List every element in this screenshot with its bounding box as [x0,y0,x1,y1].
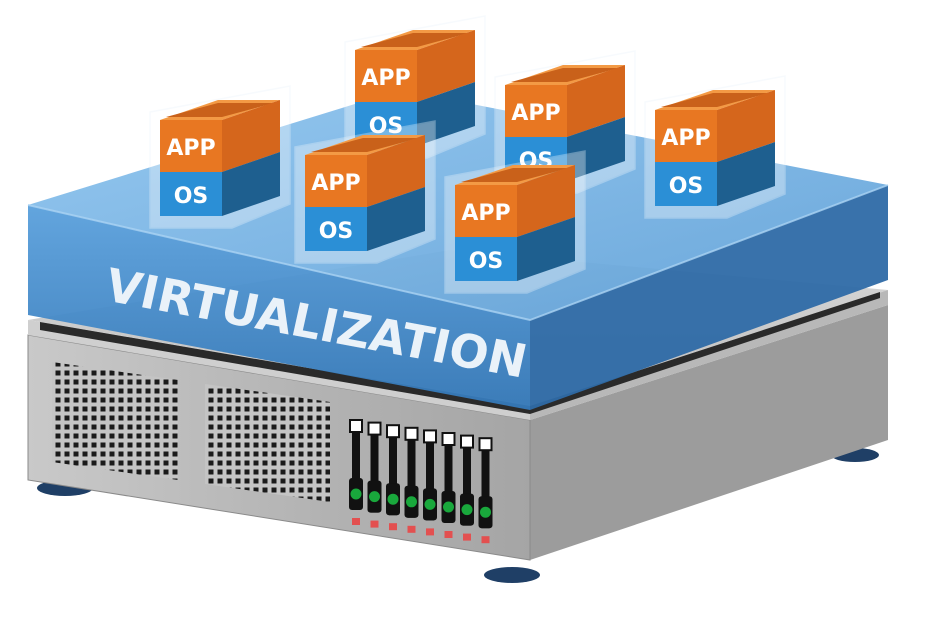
vent-grille-left [52,362,178,480]
drive-activity-led [444,531,453,538]
vm-app-label: APP [166,136,215,161]
vm-cube: APP OS [294,120,436,264]
drive-bay[interactable] [441,432,456,538]
drive-bay[interactable] [367,421,382,528]
drive-activity-led [370,520,379,528]
drive-status-led [443,501,454,513]
drive-activity-led [407,525,416,533]
vm-app-label: APP [361,66,410,91]
drive-bay[interactable] [423,429,437,536]
vm-cube: APP OS [344,15,486,159]
drive-activity-led [481,536,490,544]
drive-status-led [387,493,399,505]
drive-status-led [424,498,436,510]
vm-os-label: OS [319,219,354,244]
drive-status-led [461,504,473,516]
vm-cube: APP OS [444,150,586,294]
drive-activity-led [389,523,397,531]
drive-activity-led [352,518,360,525]
drive-status-led [406,496,417,508]
server-foot [484,567,540,583]
vent-grille-center [205,384,330,502]
drive-status-led [369,491,380,503]
vm-app-label: APP [511,101,560,126]
vm-app-label: APP [311,171,360,196]
drive-bay[interactable] [404,426,419,533]
vm-app-label: APP [461,201,510,226]
drive-status-led [350,488,362,500]
drive-bay[interactable] [460,434,474,541]
drive-activity-led [463,533,471,541]
vm-os-label: OS [174,184,209,209]
vm-app-label: APP [661,126,710,151]
vm-cube: APP OS [149,85,291,229]
vm-os-label: OS [369,114,404,139]
drive-bay[interactable] [386,424,400,531]
vm-cube: APP OS [644,75,786,219]
vm-os-label: OS [669,174,704,199]
vm-os-label: OS [469,249,504,274]
drive-bay-array [349,419,493,544]
drive-bay[interactable] [478,437,493,544]
drive-status-led [480,506,491,518]
drive-activity-led [426,528,434,536]
drive-bay[interactable] [349,419,363,525]
